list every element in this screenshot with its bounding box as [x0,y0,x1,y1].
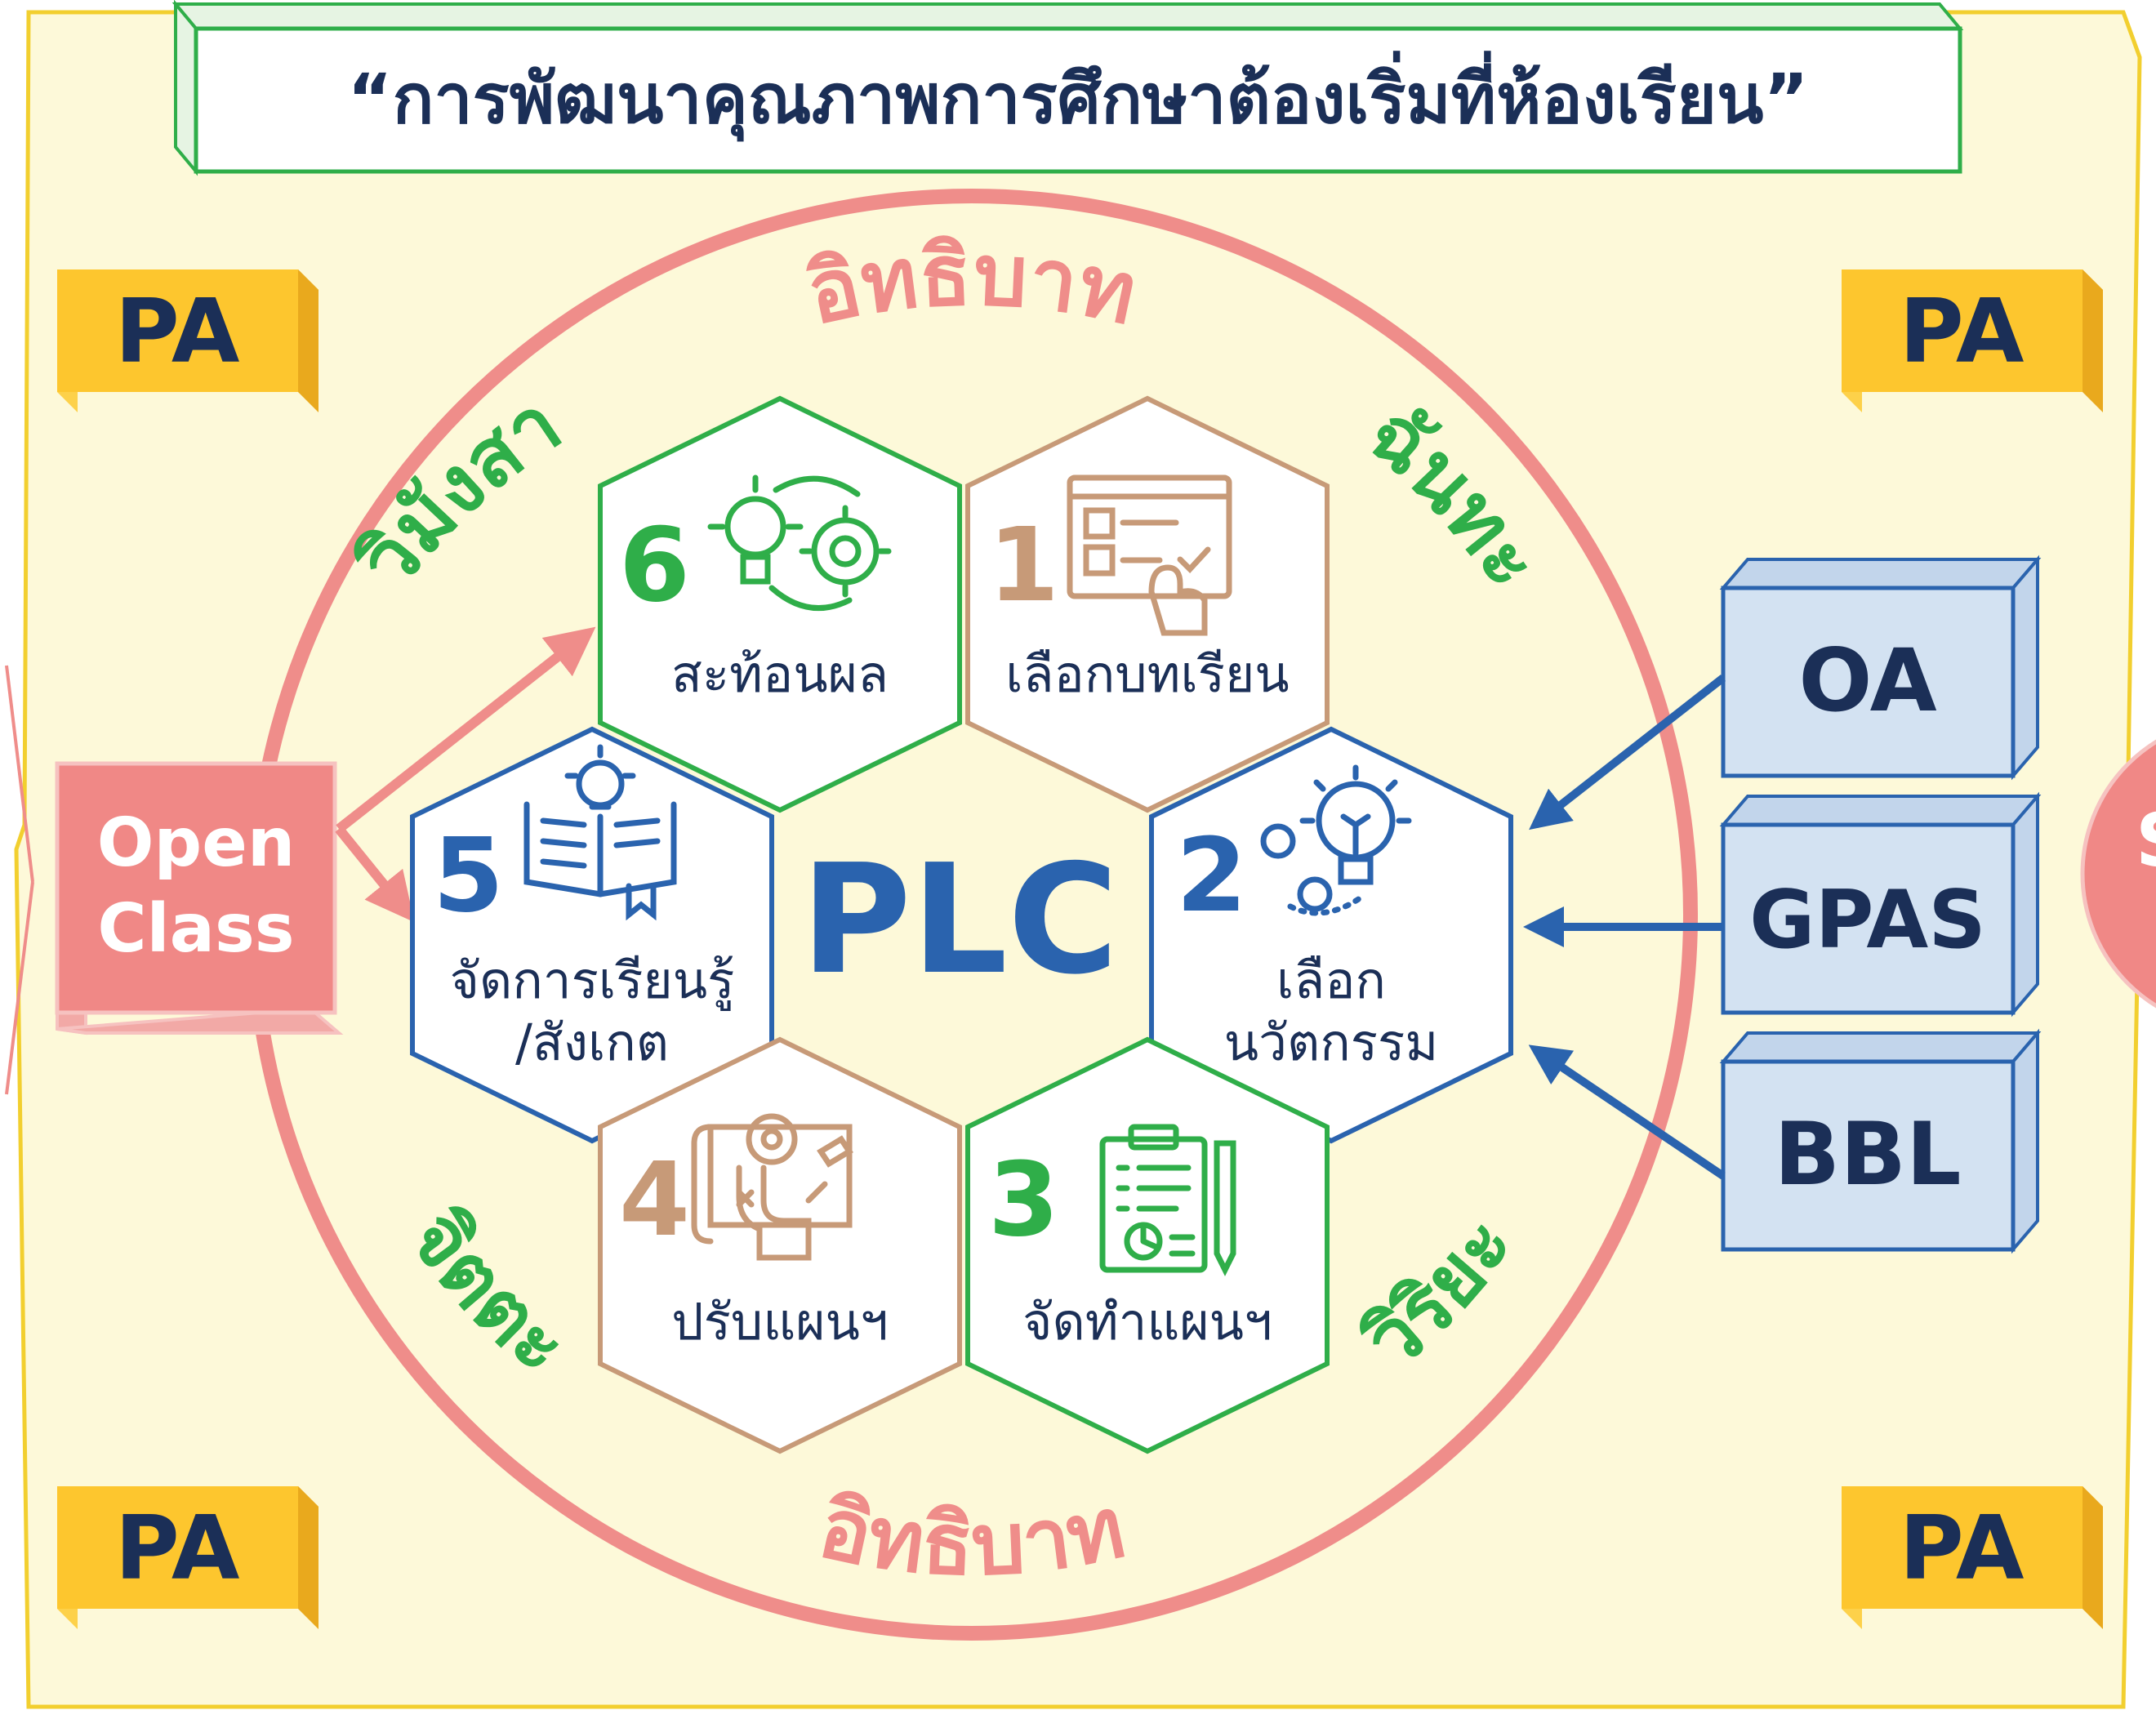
gpas-box: GPAS [1719,791,2042,1018]
step-label: เลือกบทเรียน [1005,644,1289,704]
step-6-hexagon: 6 สะท้อนผล [598,395,962,813]
step-number: 6 [619,506,690,625]
bbl-box: BBL [1719,1028,2042,1254]
pa-box-top-right: PA [1842,269,2103,412]
arrow-openclass-to-step6 [336,626,596,833]
step-label-line1: จัดการเรียนรู้ [450,951,735,1011]
oa-label: OA [1798,630,1936,731]
pa-box-top-left: PA [57,269,318,412]
left-edge-line-bottom [5,881,34,1095]
arrow-oa-to-step2 [1529,675,1726,831]
right-edge-circle [2080,739,2156,1009]
pa-box-bottom-right: PA [1842,1486,2103,1629]
step-1-hexagon: 1 เลือกบทเรียน [965,395,1330,813]
lightbulb-gear-cycle-icon [707,474,892,612]
pa-label: PA [1900,1498,2025,1600]
arrow-openclass-to-step5 [335,826,415,923]
pa-box-bottom-left: PA [57,1486,318,1629]
title-box: “การพัฒนาคุณภาพการศึกษาต้องเริ่มที่ห้องเ… [172,0,1964,176]
step-number: 1 [988,506,1059,625]
lesson-checklist-touch-icon [1067,474,1232,636]
left-edge-line-top [5,665,34,883]
step-label-line1: เลือก [1276,951,1386,1010]
step-label: สะท้อนผล [671,644,889,704]
pa-label: PA [1900,281,2025,383]
oa-box: OA [1719,554,2042,781]
step-label: จัดทำแผนฯ [1022,1292,1272,1352]
book-idea-icon [523,744,677,921]
step-5-hexagon: 5 จัดการเรียนรู้ /สังเกต [410,726,774,1144]
right-edge-letter: S [2136,798,2156,884]
open-class-line2: Class [97,890,294,968]
bbl-label: BBL [1774,1104,1961,1205]
step-2-hexagon: 2 เลือก นวัตกรรม [1149,726,1513,1144]
clipboard-plan-icon [1099,1124,1236,1276]
arrow-bbl-to-step2 [1528,1044,1726,1180]
center-plc-label: PLC [800,831,1118,1008]
open-class-box: Open Class [55,761,344,1035]
step-label-line2: /สังเกต [515,1013,669,1072]
open-class-line1: Open [97,804,295,882]
innovation-bulb-icon [1260,764,1412,916]
step-number: 4 [619,1141,690,1259]
pa-label: PA [115,281,240,383]
step-number: 2 [1176,817,1247,935]
ring-label-bottom: อิทธิบาท [811,1477,1133,1595]
step-number: 5 [433,817,504,935]
gpas-label: GPAS [1749,874,1986,967]
plan-gear-hand-icon [691,1113,853,1261]
pa-label: PA [115,1498,240,1600]
step-number: 3 [988,1141,1059,1259]
step-4-hexagon: 4 ปรับแผนฯ [598,1036,962,1454]
step-label-line2: นวัตกรรม [1224,1013,1438,1072]
step-label: ปรับแผนฯ [671,1292,889,1352]
step-3-hexagon: 3 จัดทำแผนฯ [965,1036,1330,1454]
background-panel [14,10,2142,1709]
page-title: “การพัฒนาคุณภาพการศึกษาต้องเริ่มที่ห้องเ… [347,51,1808,142]
